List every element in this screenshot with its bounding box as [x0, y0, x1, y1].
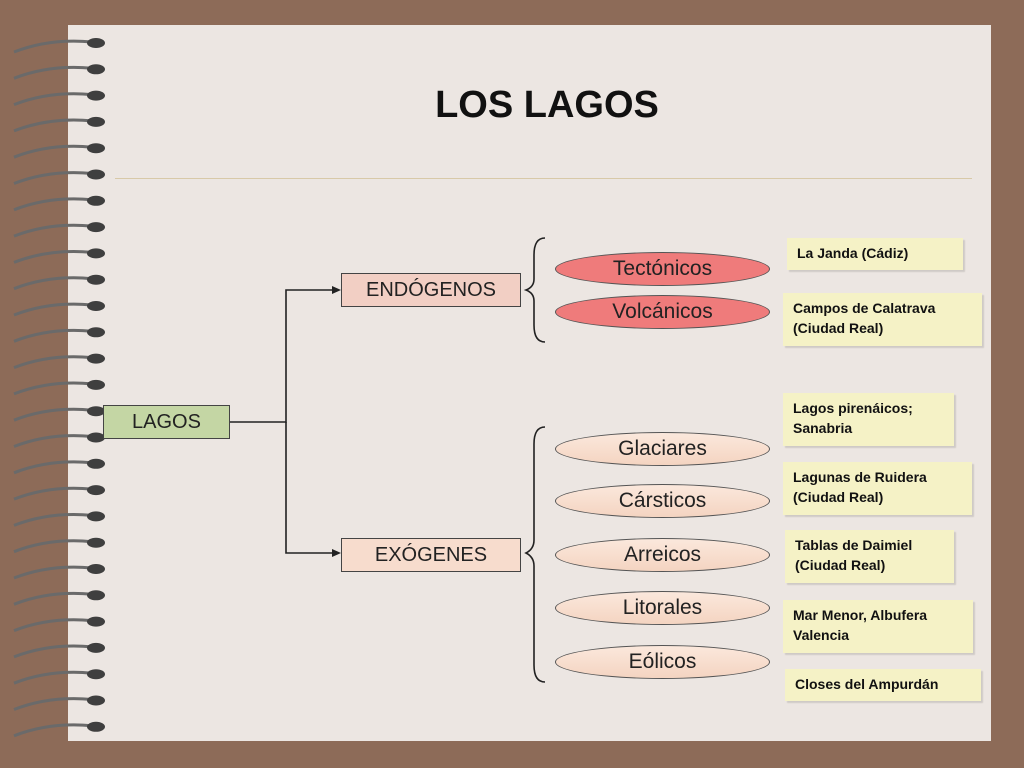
binding-hole — [87, 248, 105, 259]
binding-hole — [87, 406, 105, 417]
spiral-coil — [13, 644, 93, 659]
type-oval-volcanicos: Volcánicos — [555, 295, 770, 329]
type-oval-arreicos: Arreicos — [555, 538, 770, 572]
spiral-binding — [13, 38, 105, 738]
example-line: (Ciudad Real) — [795, 557, 886, 573]
binding-hole — [87, 353, 105, 364]
binding-hole — [87, 432, 105, 443]
spiral-coil — [13, 276, 93, 291]
spiral-coil — [13, 328, 93, 343]
binding-hole — [87, 695, 105, 706]
example-line: Campos de Calatrava — [793, 300, 936, 316]
type-oval-eolicos: Eólicos — [555, 645, 770, 679]
branch-node-exogenous: EXÓGENES — [341, 538, 521, 572]
type-oval-glaciares: Glaciares — [555, 432, 770, 466]
binding-hole — [87, 327, 105, 338]
page-title: LOS LAGOS — [435, 84, 659, 126]
example-line: Lagunas de Ruidera — [793, 469, 927, 485]
type-oval-carsticos: Cársticos — [555, 484, 770, 518]
spiral-coil — [13, 539, 93, 554]
example-line: Lagos pirenáicos; — [793, 400, 913, 416]
binding-hole — [87, 458, 105, 469]
example-line: La Janda (Cádiz) — [797, 245, 909, 261]
binding-hole — [87, 195, 105, 206]
binding-hole — [87, 669, 105, 680]
binding-hole — [87, 143, 105, 154]
spiral-coil — [13, 670, 93, 685]
binding-hole — [87, 537, 105, 548]
binding-hole — [87, 169, 105, 180]
spiral-coil — [13, 591, 93, 606]
spiral-coil — [13, 197, 93, 212]
spiral-coil — [13, 92, 93, 106]
spiral-coil — [13, 302, 93, 317]
example-line: Closes del Ampurdán — [795, 676, 939, 692]
spiral-coil — [13, 381, 93, 396]
binding-hole — [87, 379, 105, 390]
spiral-coil — [13, 723, 93, 738]
binding-hole — [87, 274, 105, 285]
spiral-coil — [13, 513, 93, 527]
example-note-pirenaicos: Lagos pirenáicos; Sanabria — [783, 393, 954, 446]
spiral-coil — [13, 486, 93, 501]
spiral-coil — [13, 618, 93, 632]
root-node-lagos: LAGOS — [103, 405, 230, 439]
binding-hole — [87, 616, 105, 627]
spiral-coil — [13, 355, 93, 369]
type-oval-litorales: Litorales — [555, 591, 770, 625]
binding-hole — [87, 301, 105, 311]
binding-hole — [87, 38, 105, 48]
spiral-coil — [13, 434, 93, 448]
spiral-coil — [13, 118, 93, 133]
example-note-ampurdan: Closes del Ampurdán — [785, 669, 981, 701]
binding-hole — [87, 90, 105, 101]
spiral-coil — [13, 460, 93, 475]
spiral-coil — [13, 144, 93, 159]
binding-hole — [87, 721, 105, 732]
binding-hole — [87, 511, 105, 522]
binding-hole — [87, 116, 105, 127]
binding-hole — [87, 564, 105, 574]
example-line: Sanabria — [793, 420, 853, 436]
example-line: Tablas de Daimiel — [795, 537, 913, 553]
binding-hole — [87, 222, 105, 233]
example-line: Valencia — [793, 627, 850, 643]
spiral-coil — [13, 65, 93, 80]
branch-node-endogenous: ENDÓGENOS — [341, 273, 521, 307]
binding-hole — [87, 64, 105, 75]
spiral-coil — [13, 697, 93, 711]
example-line: (Ciudad Real) — [793, 489, 884, 505]
spiral-coil — [13, 250, 93, 264]
example-note-ruidera: Lagunas de Ruidera (Ciudad Real) — [783, 462, 972, 515]
spiral-coil — [13, 39, 93, 54]
example-note-la-janda: La Janda (Cádiz) — [787, 238, 963, 270]
type-oval-tectonicos: Tectónicos — [555, 252, 770, 286]
title-divider — [115, 178, 972, 179]
spiral-coil — [13, 565, 93, 580]
spiral-coil — [13, 171, 93, 185]
spiral-coil — [13, 223, 93, 238]
binding-hole — [87, 642, 105, 653]
example-note-daimiel: Tablas de Daimiel (Ciudad Real) — [785, 530, 954, 583]
example-line: Mar Menor, Albufera — [793, 607, 928, 623]
spiral-coil — [13, 407, 93, 422]
binding-hole — [87, 485, 105, 496]
binding-hole — [87, 590, 105, 601]
example-note-mar-menor: Mar Menor, Albufera Valencia — [783, 600, 973, 653]
example-line: (Ciudad Real) — [793, 320, 884, 336]
example-note-calatrava: Campos de Calatrava (Ciudad Real) — [783, 293, 982, 346]
